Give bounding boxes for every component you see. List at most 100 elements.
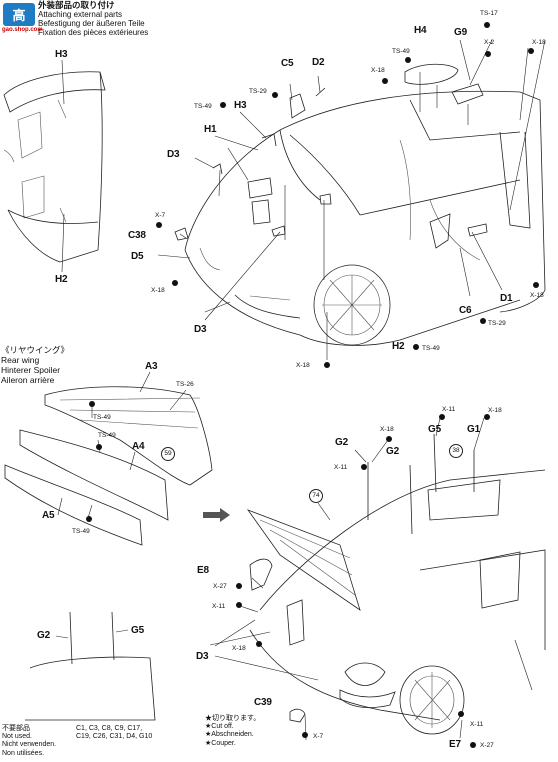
label-h3-detail: H3: [55, 49, 68, 60]
label-g5-b: G5: [131, 625, 144, 636]
marker-dot: [89, 401, 95, 407]
marker-dot: [156, 222, 162, 228]
not-used-en: Not used.: [2, 733, 32, 741]
label-x7-b: X-7: [313, 733, 324, 740]
label-x18-f: X-18: [380, 426, 394, 433]
label-h1: H1: [204, 124, 217, 135]
label-x11-d: X-11: [470, 721, 484, 728]
cut-off-en: ★Cut off.: [205, 723, 234, 731]
label-g2-b: G2: [386, 446, 399, 457]
not-used-note: 不要部品 C1, C3, C8, C9, C17, Not used. C19,…: [2, 725, 152, 758]
hood-detail-drawing: [3, 59, 106, 273]
label-ts49-b: TS-49: [194, 103, 212, 110]
label-h4: H4: [414, 25, 427, 36]
marker-dot: [96, 444, 102, 450]
marker-dot: [413, 344, 419, 350]
marker-dot: [484, 22, 490, 28]
label-g2-a: G2: [335, 437, 348, 448]
label-d1: D1: [500, 293, 513, 304]
step-ref-74: 74: [309, 489, 323, 503]
label-c39: C39: [254, 697, 272, 708]
label-x18-a: X-18: [371, 67, 385, 74]
label-a4: A4: [132, 441, 145, 452]
label-c5: C5: [281, 58, 294, 69]
rear-wing-drawing: [4, 371, 213, 546]
marker-dot: [386, 436, 392, 442]
marker-dot: [86, 516, 92, 522]
marker-dot: [484, 414, 490, 420]
marker-dot: [236, 583, 242, 589]
label-g1: G1: [467, 424, 480, 435]
label-x18-h: X-18: [232, 645, 246, 652]
not-used-parts-2: C19, C26, C31, D4, G10: [76, 733, 153, 741]
not-used-parts-1: C1, C3, C8, C9, C17,: [76, 725, 143, 732]
label-d3-top: D3: [167, 149, 180, 160]
header-fr: Fixation des pièces extérieures: [38, 28, 149, 37]
label-ts49-e: TS-49: [98, 432, 116, 439]
label-x11-a: X-11: [442, 406, 456, 413]
label-h3-top: H3: [234, 100, 247, 111]
marker-dot: [220, 102, 226, 108]
label-c38: C38: [128, 230, 146, 241]
label-ts49-f: TS-49: [72, 528, 90, 535]
marker-dot: [533, 282, 539, 288]
label-x27-b: X-27: [480, 742, 494, 749]
not-used-de: Nicht verwenden.: [2, 741, 57, 749]
label-ts29-b: TS-29: [488, 320, 506, 327]
marker-dot: [272, 92, 278, 98]
cut-off-note: ★切り取ります。 ★Cut off. ★Abschneiden. ★Couper…: [205, 715, 260, 748]
antenna-car-drawing: [25, 611, 156, 721]
marker-dot: [324, 362, 330, 368]
marker-dot: [439, 414, 445, 420]
step-ref-59: 59: [161, 447, 175, 461]
marker-dot: [485, 51, 491, 57]
marker-dot: [382, 78, 388, 84]
top-parts-drawing: [174, 63, 488, 249]
label-a5: A5: [42, 510, 55, 521]
label-ts17: TS-17: [480, 10, 498, 17]
label-d5: D5: [131, 251, 144, 262]
label-x18-d: X-18: [530, 292, 544, 299]
label-ts49-d: TS-49: [93, 414, 111, 421]
marker-dot: [256, 641, 262, 647]
not-used-jp: 不要部品: [2, 725, 30, 732]
car-front-drawing: [157, 39, 546, 360]
label-x27-a: X-27: [213, 583, 227, 590]
label-ts29-a: TS-29: [249, 88, 267, 95]
label-h2-detail: H2: [55, 274, 68, 285]
marker-dot: [528, 48, 534, 54]
rear-wing-de: Hinterer Spoiler: [1, 365, 61, 375]
label-ts49-c: TS-49: [422, 345, 440, 352]
label-x7-a: X-7: [155, 212, 166, 219]
marker-dot: [470, 742, 476, 748]
label-x2: X-2: [484, 39, 495, 46]
cut-off-de: ★Abschneiden.: [205, 731, 254, 739]
rear-wing-fr: Aileron arrière: [1, 375, 55, 385]
header-de: Befestigung der äußeren Teile: [38, 19, 145, 28]
marker-dot: [361, 464, 367, 470]
label-ts49-a: TS-49: [392, 48, 410, 55]
label-a3: A3: [145, 361, 158, 372]
not-used-fr: Non utilisées.: [2, 749, 45, 757]
label-x18-g: X-18: [488, 407, 502, 414]
marker-dot: [480, 318, 486, 324]
label-e7: E7: [449, 739, 461, 750]
section-header: 外装部品の取り付け Attaching external parts Befes…: [38, 0, 149, 38]
car-rear-drawing: [203, 417, 546, 741]
header-en: Attaching external parts: [38, 10, 123, 19]
svg-text:高: 高: [12, 8, 25, 23]
rear-wing-heading: 《リヤウイング》 Rear wing Hinterer Spoiler Aile…: [1, 345, 69, 385]
label-x18-b: X-18: [532, 39, 546, 46]
label-ts26: TS-26: [176, 381, 194, 388]
header-jp: 外装部品の取り付け: [38, 0, 115, 10]
label-x18-c: X-18: [151, 287, 165, 294]
label-x18-e: X-18: [296, 362, 310, 369]
cut-off-fr: ★Couper.: [205, 739, 236, 747]
label-g9: G9: [454, 27, 467, 38]
marker-dot: [405, 57, 411, 63]
shop-logo: 高 gao.shop.com: [2, 2, 43, 33]
step-ref-38: 38: [449, 444, 463, 458]
label-x11-b: X-11: [334, 464, 348, 471]
marker-dot: [172, 280, 178, 286]
